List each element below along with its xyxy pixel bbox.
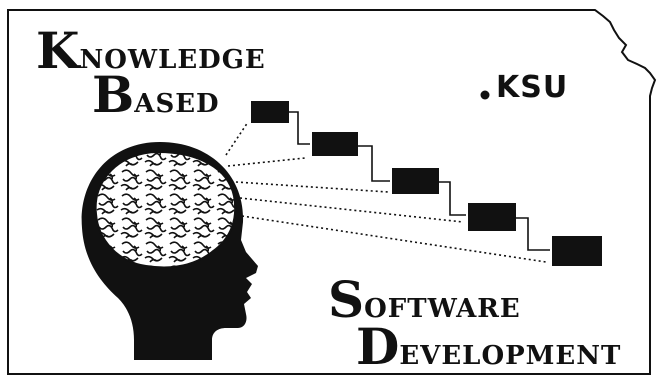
ksu-dot bbox=[480, 90, 490, 100]
pipeline-box-icon bbox=[392, 168, 439, 194]
title-development: DEVELOPMENT bbox=[356, 322, 621, 372]
word-knowledge-rest: NOWLEDGE bbox=[79, 45, 266, 75]
initial-b: B bbox=[92, 65, 135, 124]
title-software: SOFTWARE bbox=[328, 275, 521, 325]
title-based: BASED bbox=[92, 70, 220, 120]
kansas-outline-icon bbox=[7, 9, 657, 375]
title-knowledge: KNOWLEDGE bbox=[36, 26, 266, 76]
initial-d: D bbox=[356, 317, 400, 376]
initial-k: K bbox=[36, 21, 80, 80]
ksu-label: KSU bbox=[496, 70, 569, 105]
word-development-rest: EVELOPMENT bbox=[399, 341, 622, 371]
word-based-rest: ASED bbox=[134, 89, 220, 119]
initial-s: S bbox=[328, 270, 365, 329]
word-software-rest: OFTWARE bbox=[364, 294, 521, 324]
pipeline-box-icon bbox=[468, 203, 516, 231]
pipeline-box-icon bbox=[251, 101, 289, 123]
pipeline-box-icon bbox=[312, 132, 358, 156]
pipeline-box-icon bbox=[552, 236, 602, 266]
